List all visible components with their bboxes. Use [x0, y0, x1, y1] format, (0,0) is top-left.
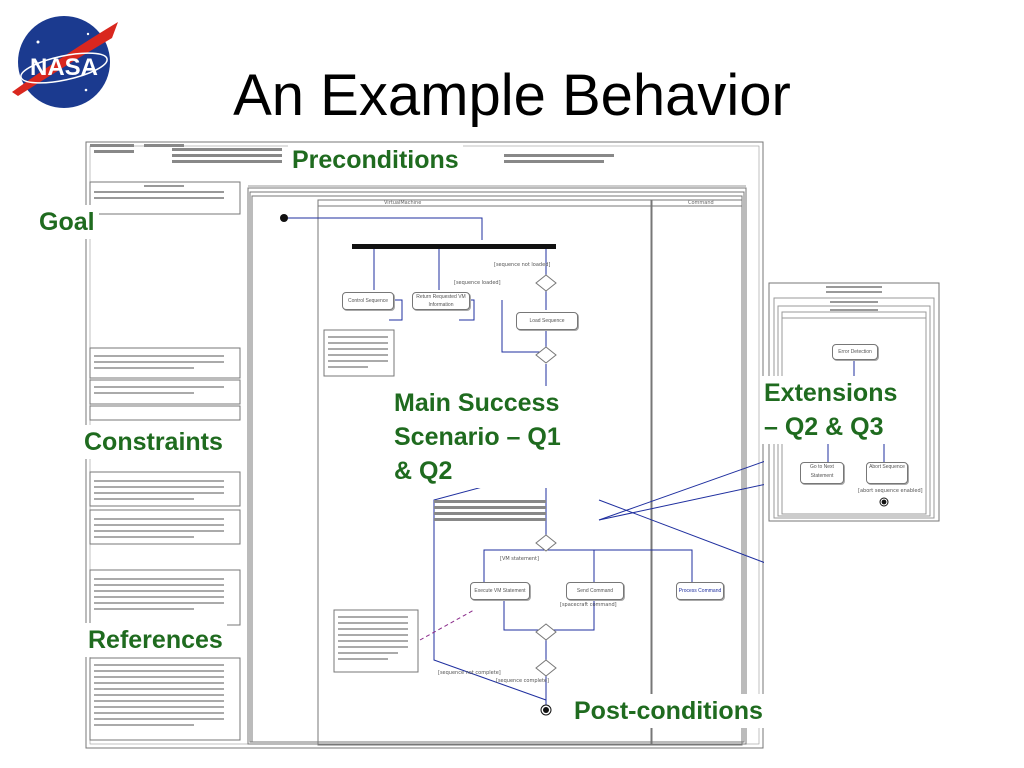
references-callout: References [84, 623, 227, 657]
post-conditions-callout: Post-conditions [570, 694, 767, 728]
process-command-action: Process Command [676, 582, 724, 600]
guard-sequence-complete: [sequence complete] [496, 678, 549, 684]
nasa-logo: NASA [8, 12, 120, 112]
nasa-logo-text: NASA [30, 54, 98, 81]
command-header: Command [688, 200, 714, 206]
error-detection-action: Error Detection [832, 344, 878, 360]
goal-callout: Goal [35, 205, 99, 239]
return-requested-action: Return Requested VM Information [412, 292, 470, 310]
slide-title: An Example Behavior [233, 63, 791, 128]
guard-sequence-not-loaded: [sequence not loaded] [494, 262, 551, 268]
constraints-callout: Constraints [80, 425, 227, 459]
guard-sequence-loaded: [sequence loaded] [454, 280, 501, 286]
virtual-machine-header: VirtualMachine [384, 200, 421, 206]
go-to-next-action: Go to Next Statement [800, 462, 844, 484]
send-command-action: Send Command [566, 582, 624, 600]
guard-abort-enabled: [abort sequence enabled] [858, 488, 923, 494]
extensions-callout: Extensions – Q2 & Q3 [760, 376, 902, 444]
preconditions-callout: Preconditions [288, 143, 463, 177]
abort-sequence-action: Abort Sequence [866, 462, 908, 484]
main-success-callout: Main Success Scenario – Q1 & Q2 [390, 386, 565, 488]
guard-vm-statement: [VM statement] [500, 556, 539, 562]
load-sequence-action: Load Sequence [516, 312, 578, 330]
execute-vm-action: Execute VM Statement [470, 582, 530, 600]
guard-sequence-not-complete: [sequence not complete] [438, 670, 501, 676]
control-sequence-action: Control Sequence [342, 292, 394, 310]
guard-spacecraft-command: [spacecraft command] [560, 602, 617, 608]
